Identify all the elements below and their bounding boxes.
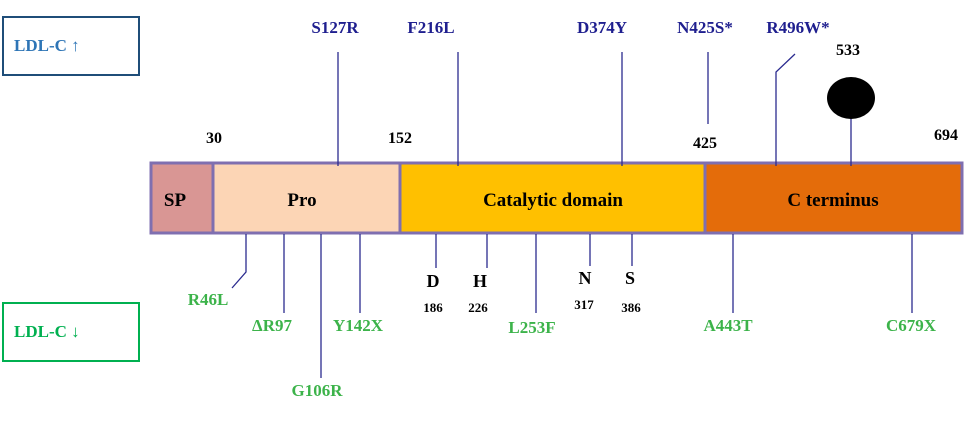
- domain-label-pro: Pro: [287, 190, 316, 211]
- lower-mutation-label: R46L: [188, 290, 229, 309]
- mutation-connector: [775, 53, 796, 166]
- lower-mutations: R46L ΔR97 G106R Y142X L253F A443T C679X: [188, 234, 937, 400]
- boundary-labels: 30 152 425 694: [206, 127, 958, 152]
- triad-position: 226: [468, 300, 488, 315]
- upper-mutation-label: R496W*: [766, 18, 829, 37]
- glycosylation-marker: 533: [827, 42, 875, 166]
- domain-pro: [213, 163, 400, 233]
- domain-catalytic: [400, 163, 705, 233]
- legend-ldl-up-label: LDL-C ↑: [14, 36, 80, 55]
- triad-residue: D: [427, 271, 440, 291]
- triad-residue: S: [625, 268, 635, 288]
- domain-label-sp: SP: [164, 190, 187, 211]
- legend-ldl-down-label: LDL-C ↓: [14, 322, 80, 341]
- domain-label-catalytic: Catalytic domain: [483, 190, 623, 211]
- catalytic-triad: D 186 H 226 N 317 S 386: [423, 234, 641, 315]
- lower-mutation-label: G106R: [292, 381, 344, 400]
- legend-ldl-down: LDL-C ↓: [2, 302, 140, 362]
- mutation-connector: [231, 234, 247, 289]
- upper-mutation-label: S127R: [311, 18, 359, 37]
- upper-mutation-label: N425S*: [677, 18, 733, 37]
- lower-mutation-label: ΔR97: [252, 316, 292, 335]
- upper-mutations: S127R F216L D374Y N425S* R496W*: [311, 18, 830, 166]
- triad-position: 317: [574, 297, 594, 312]
- boundary-label: 425: [693, 135, 717, 152]
- glycosylation-dot: [827, 77, 875, 119]
- upper-mutation-label: F216L: [407, 18, 454, 37]
- glycosylation-site-label: 533: [836, 42, 860, 59]
- domain-bar: SP Pro Catalytic domain C terminus: [149, 161, 964, 235]
- triad-residue: N: [579, 268, 592, 288]
- lower-mutation-label: L253F: [508, 318, 555, 337]
- domain-bar-outline: [149, 161, 964, 235]
- triad-position: 186: [423, 300, 443, 315]
- triad-residue: H: [473, 271, 487, 291]
- domain-label-c-terminus: C terminus: [787, 190, 878, 211]
- boundary-label: 694: [934, 127, 958, 144]
- lower-mutation-label: A443T: [703, 316, 753, 335]
- boundary-label: 152: [388, 130, 412, 147]
- lower-mutation-label: Y142X: [333, 316, 384, 335]
- triad-position: 386: [621, 300, 641, 315]
- domain-c-terminus: [705, 163, 962, 233]
- upper-mutation-label: D374Y: [577, 18, 627, 37]
- lower-mutation-label: C679X: [886, 316, 937, 335]
- legend-ldl-up: LDL-C ↑: [2, 16, 140, 76]
- boundary-label: 30: [206, 130, 222, 147]
- domain-sp: [151, 163, 213, 233]
